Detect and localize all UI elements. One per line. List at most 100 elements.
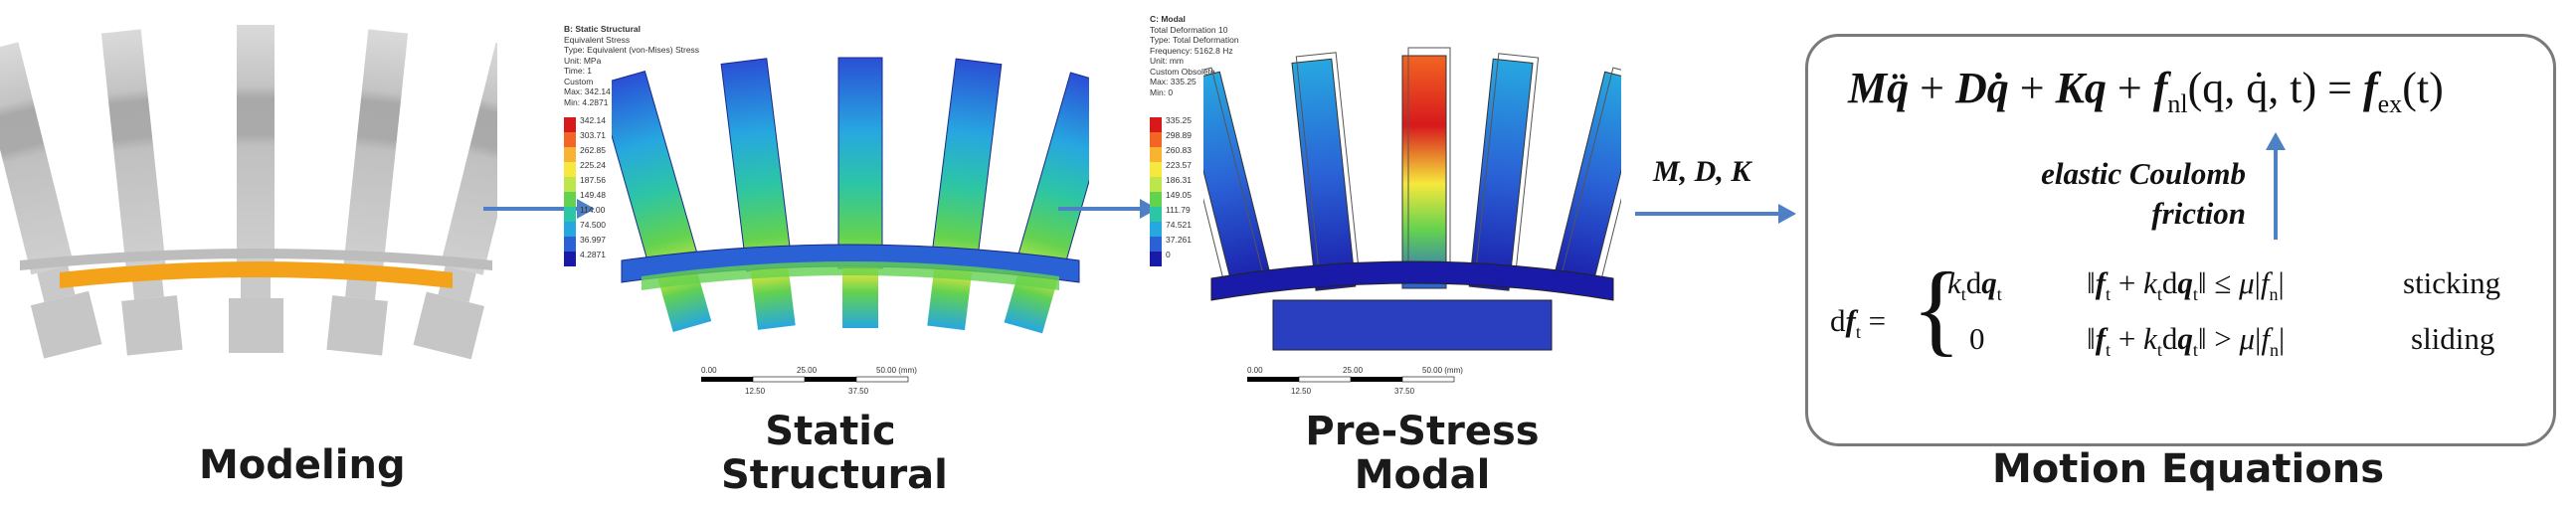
static-label-line2: Structural bbox=[721, 452, 948, 498]
blade-3 bbox=[229, 25, 283, 353]
blade-model-geometry bbox=[0, 25, 497, 360]
blade-5 bbox=[413, 42, 497, 360]
modal-legend-value: 0 bbox=[1166, 250, 1171, 259]
sealing-band bbox=[60, 261, 453, 288]
static-stress-render bbox=[612, 57, 1089, 334]
friction-annotation: elastic Coulomb friction bbox=[2017, 154, 2246, 234]
modal-label-line2: Modal bbox=[1354, 452, 1491, 498]
blade-1 bbox=[0, 42, 102, 359]
eq-term: + bbox=[1909, 64, 1955, 112]
case2-state: sliding bbox=[2411, 321, 2495, 356]
static-info-line: Time: 1 bbox=[564, 66, 593, 76]
modal-info-title: C: Modal bbox=[1150, 14, 1186, 24]
static-legend-value: 149.48 bbox=[580, 190, 606, 200]
modal-info-line: Frequency: 5162.8 Hz bbox=[1150, 45, 1233, 56]
eq-term: D bbox=[1954, 64, 1987, 112]
static-info-line: Min: 4.2871 bbox=[564, 96, 609, 107]
case-sliding: 0 ‖ft + ktdqt‖ > μ|fn| sliding bbox=[1947, 321, 2544, 361]
modal-legend-value: 223.57 bbox=[1166, 160, 1192, 170]
static-legend-value: 4.2871 bbox=[580, 250, 606, 259]
case-sticking: ktdqt ‖ft + ktdqt‖ ≤ μ|fn| sticking bbox=[1947, 265, 2544, 305]
static-legend-value: 225.24 bbox=[580, 160, 606, 170]
modal-legend-value: 111.79 bbox=[1166, 205, 1191, 215]
modal-scale-bar: 0.00 25.00 50.00 (mm) 12.50 37.50 bbox=[1247, 366, 1463, 396]
df-lhs: dft = bbox=[1830, 303, 1887, 343]
eq-term: + bbox=[2008, 64, 2056, 112]
static-info-line: Equivalent Stress bbox=[564, 34, 631, 45]
static-legend-value: 36.997 bbox=[580, 235, 606, 245]
mdk-label: M, D, K bbox=[1653, 155, 1751, 188]
modal-label: Pre-Stress Modal bbox=[1293, 410, 1552, 497]
modal-info-line: Unit: mm bbox=[1150, 56, 1184, 66]
modal-legend-value: 149.05 bbox=[1166, 190, 1192, 200]
case1-state: sticking bbox=[2403, 265, 2501, 300]
modal-legend-value: 186.31 bbox=[1166, 175, 1192, 185]
modeling-stage: Modeling bbox=[0, 0, 497, 509]
modal-scale-label: 37.50 bbox=[1394, 387, 1415, 396]
platform-arc bbox=[20, 249, 492, 270]
static-info-line: Max: 342.14 bbox=[564, 86, 611, 96]
flow-arrow-1 bbox=[483, 199, 595, 219]
mdk-arrow-group: M, D, K bbox=[1631, 149, 1800, 239]
static-legend-value: 74.500 bbox=[580, 220, 606, 230]
modal-legend-value: 260.83 bbox=[1166, 145, 1192, 155]
static-info-block: B: Static Structural Equivalent Stress T… bbox=[564, 24, 699, 107]
static-info-line: Type: Equivalent (von-Mises) Stress bbox=[564, 45, 700, 55]
modal-legend-value: 37.261 bbox=[1166, 235, 1192, 245]
eq-term: + bbox=[2106, 64, 2153, 112]
case2-cond: ‖ft + ktdqt‖ > μ|fn| bbox=[2087, 321, 2286, 361]
static-scale-label: 0.00 bbox=[701, 366, 717, 375]
modal-info-line: Total Deformation 10 bbox=[1150, 24, 1228, 35]
blade-4 bbox=[326, 29, 409, 356]
up-arrow bbox=[2266, 132, 2286, 240]
eq-term: M bbox=[1848, 64, 1888, 112]
static-legend-value: 262.85 bbox=[580, 145, 606, 155]
modeling-label: Modeling bbox=[199, 442, 406, 488]
motion-equations-label: Motion Equations bbox=[1991, 446, 2385, 492]
static-legend-value: 303.71 bbox=[580, 130, 606, 140]
static-info-line: Unit: MPa bbox=[564, 55, 602, 66]
static-scale-label: 25.00 bbox=[797, 366, 818, 375]
static-scale-label: 50.00 (mm) bbox=[876, 366, 917, 375]
eq-term: (q, q̇, t) = bbox=[2187, 64, 2363, 112]
blade-2 bbox=[100, 29, 183, 356]
static-structural-label: Static Structural bbox=[721, 409, 948, 498]
case1-expr: ktdqt bbox=[1947, 265, 2002, 305]
modal-info-line: Custom Obsolete bbox=[1150, 66, 1215, 77]
mdk-arrow bbox=[1635, 204, 1796, 224]
motion-equation-box: Mq̈ + Dq̇ + Kq + fnl(q, q̇, t) = fex(t) … bbox=[1805, 34, 2556, 446]
modal-scale-label: 50.00 (mm) bbox=[1422, 366, 1463, 375]
modal-scale-label: 12.50 bbox=[1291, 387, 1312, 396]
case1-cond: ‖ft + ktdqt‖ ≤ μ|fn| bbox=[2087, 265, 2285, 305]
static-color-legend: 342.14 303.71 262.85 225.24 187.56 149.4… bbox=[564, 117, 606, 266]
modal-info-line: Min: 0 bbox=[1150, 86, 1174, 97]
annotation-line2: friction bbox=[2151, 196, 2246, 231]
eq-term: f bbox=[2152, 64, 2168, 112]
eq-term: f bbox=[2362, 64, 2378, 112]
case2-expr: 0 bbox=[1969, 321, 1985, 356]
modal-legend-value: 298.89 bbox=[1166, 130, 1192, 140]
modal-color-legend: 335.25 298.89 260.83 223.57 186.31 149.0… bbox=[1150, 117, 1192, 266]
modal-legend-value: 74.521 bbox=[1166, 220, 1192, 230]
modal-label-line1: Pre-Stress bbox=[1305, 409, 1540, 454]
eq-term: nl bbox=[2167, 88, 2188, 118]
static-label-line1: Static bbox=[765, 409, 896, 454]
eq-term: q̇ bbox=[1986, 64, 2009, 112]
eq-term: (t) bbox=[2402, 64, 2444, 112]
static-legend-value: 114.00 bbox=[580, 205, 606, 215]
eq-term: q bbox=[2084, 64, 2107, 112]
modal-stage: C: Modal Total Deformation 10 Type: Tota… bbox=[1144, 0, 1631, 509]
modal-scale-label: 25.00 bbox=[1343, 366, 1364, 375]
modal-legend-value: 335.25 bbox=[1166, 117, 1192, 125]
modal-info-block: C: Modal Total Deformation 10 Type: Tota… bbox=[1150, 14, 1239, 97]
static-scale-label: 37.50 bbox=[848, 387, 869, 396]
static-legend-value: 342.14 bbox=[580, 117, 606, 125]
modal-scale-label: 0.00 bbox=[1247, 366, 1263, 375]
motion-equation: Mq̈ + Dq̇ + Kq + fnl(q, q̇, t) = fex(t) bbox=[1848, 63, 2444, 119]
eq-term: q̈ bbox=[1887, 64, 1910, 112]
modal-deformation-render bbox=[1203, 47, 1621, 351]
static-structural-stage: B: Static Structural Equivalent Stress T… bbox=[552, 0, 1109, 509]
annotation-line1: elastic Coulomb bbox=[2041, 156, 2246, 191]
brace: { bbox=[1912, 252, 1961, 366]
static-info-title: B: Static Structural bbox=[564, 24, 641, 34]
